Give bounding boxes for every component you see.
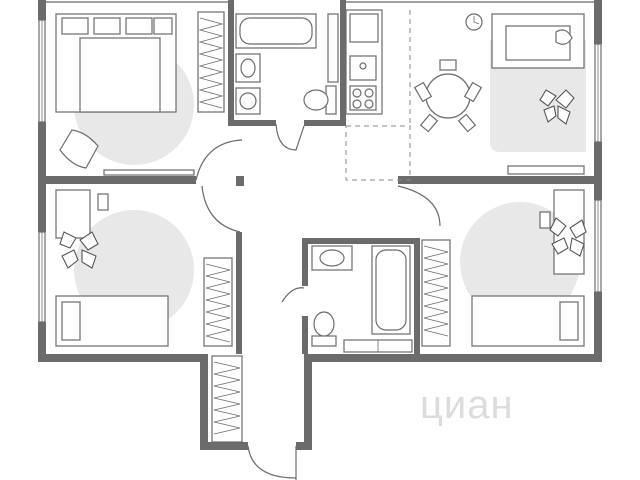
wardrobe-top-left	[197, 11, 225, 113]
wall-bath-top-left	[228, 0, 234, 126]
wall-bottom-right	[312, 354, 602, 362]
wall-right-2	[594, 292, 602, 362]
windows	[38, 1, 602, 323]
bedroom-right	[471, 189, 587, 347]
wall-bath2-right	[414, 238, 420, 354]
wall-top-right	[594, 0, 602, 44]
wall-bath2-top	[302, 238, 420, 244]
door-bath2	[281, 287, 305, 303]
door-bath	[275, 123, 305, 151]
wall-top-left	[38, 0, 46, 20]
wall-right-divider	[398, 176, 594, 184]
wall-left-2	[38, 322, 46, 362]
chair	[457, 113, 477, 133]
door-entrance	[247, 445, 297, 479]
pillow	[93, 17, 121, 35]
bedroom-left	[55, 189, 169, 347]
radiator	[103, 169, 195, 176]
door-bedroom-right	[397, 185, 441, 227]
wall-bedroom-divider	[46, 176, 196, 184]
bedroom-top-left	[55, 13, 195, 176]
wardrobe-left-bedroom	[203, 257, 233, 347]
wardrobes	[197, 11, 451, 443]
armchair	[59, 129, 99, 169]
pillow	[125, 17, 153, 35]
desk	[55, 189, 91, 239]
wall-bath-bottom-left	[228, 120, 276, 126]
walls	[38, 0, 602, 450]
plant-living	[539, 89, 575, 125]
kitchen	[345, 9, 383, 115]
desk-lamp-right	[539, 211, 551, 229]
wall-bath-bottom-right	[304, 120, 346, 126]
dining-table	[425, 73, 471, 119]
wardrobe-corridor	[211, 355, 243, 443]
plant-left	[59, 231, 99, 269]
tv-stand	[507, 165, 585, 175]
kitchen-zone-outline	[345, 125, 411, 181]
wall-bath2-left	[302, 238, 308, 286]
wall-bottom-left	[38, 354, 208, 362]
wall-left-bedroom-right	[236, 232, 242, 354]
doors	[195, 123, 441, 480]
desk-lamp	[97, 193, 109, 211]
living-area	[413, 13, 585, 175]
kitchen-sink	[349, 55, 377, 81]
watermark: циан	[420, 383, 514, 427]
chair	[413, 81, 433, 103]
bathroom-top	[235, 13, 339, 115]
toilet-2	[311, 335, 337, 347]
wall-corridor-right-bottom	[296, 442, 312, 450]
chair	[439, 59, 457, 71]
wall-corridor-left-bottom	[200, 442, 248, 450]
wall-bath2-left-low	[302, 316, 308, 354]
wall-corridor-right	[304, 354, 312, 450]
plant-right	[549, 217, 587, 257]
wall-left-1	[38, 122, 46, 232]
bathroom-bottom	[311, 245, 413, 353]
wardrobe-right-bedroom	[421, 239, 451, 347]
wall-bath-top-right	[340, 0, 346, 126]
pillow	[61, 17, 89, 35]
lamp	[555, 29, 573, 45]
pillow	[153, 17, 173, 35]
wall-right-1	[594, 142, 602, 200]
chair	[463, 81, 483, 103]
shelf	[327, 13, 339, 83]
chair	[419, 113, 439, 133]
door-bedroom-left	[201, 185, 241, 233]
bedroom-right-zone	[460, 202, 580, 322]
wall-corridor-left	[200, 354, 208, 450]
wall-small-stub	[236, 176, 244, 186]
door-bedroom-top	[195, 139, 243, 181]
